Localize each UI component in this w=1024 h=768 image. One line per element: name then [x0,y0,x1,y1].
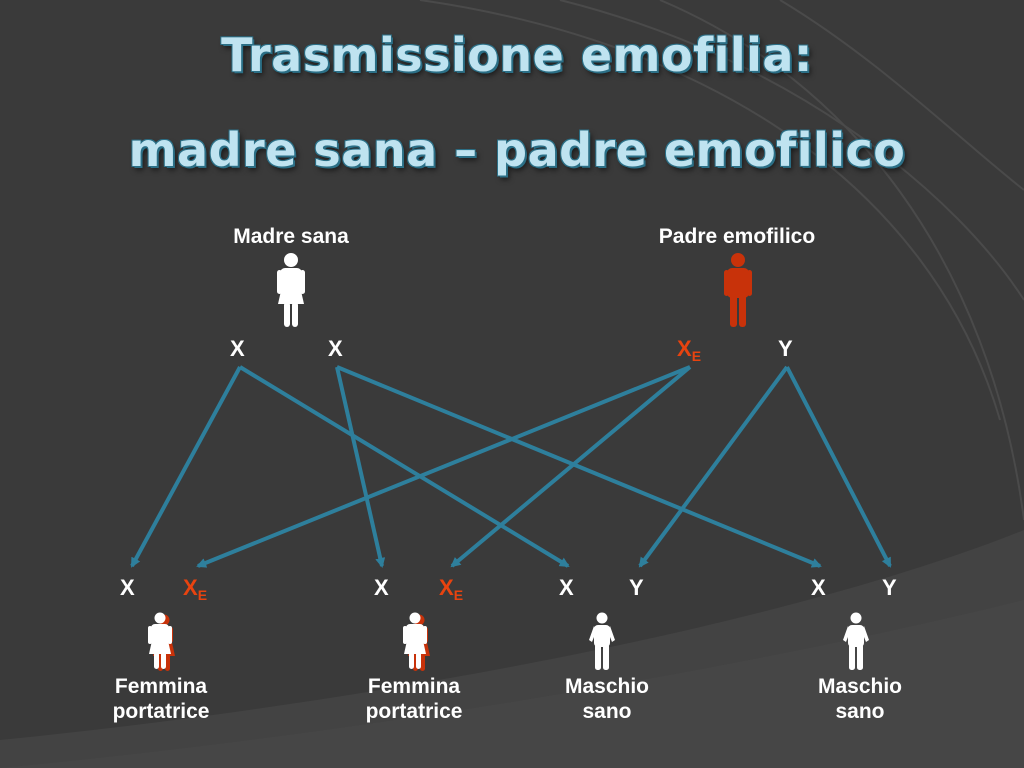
arrow-mother-x1-to-child1 [130,366,242,568]
arrow-father-xe-to-child2 [450,365,692,568]
mother-chromosome-1: X [230,336,245,361]
slide-title-line2: madre sana – padre emofilico [128,123,906,177]
male-figure-icon [843,612,869,670]
father-label: Padre emofilico [658,225,816,248]
arrow-mother-x1-to-child3 [238,365,570,568]
child3-chromosome-1: X [559,575,574,600]
female-carrier-icon [403,612,430,671]
child1-chromosome-1: X [120,575,135,600]
arrow-father-y-to-child4 [785,366,892,568]
male-figure-icon-red [724,253,752,327]
child3-chromosome-2: Y [629,575,644,600]
child2-chromosome-2: XE [439,575,464,603]
mother-chromosome-2: X [328,336,343,361]
arrow-father-y-to-child3 [638,365,789,568]
arrow-father-xe-to-child1 [196,365,691,568]
child4-chromosome-1: X [811,575,826,600]
male-figure-icon [589,612,615,670]
arrow-mother-x2-to-child2 [335,366,386,568]
female-carrier-icon [148,612,175,671]
slide-title-line1: Trasmissione emofilia: [221,28,813,82]
female-figure-icon [277,253,305,327]
mother-label: Madre sana [233,225,349,248]
arrow-mother-x2-to-child4 [336,365,822,568]
father-chromosome-y: Y [778,336,793,361]
child4-chromosome-2: Y [882,575,897,600]
child2-chromosome-1: X [374,575,389,600]
father-chromosome-x-affected: XE [677,336,702,364]
child1-chromosome-2: XE [183,575,208,603]
